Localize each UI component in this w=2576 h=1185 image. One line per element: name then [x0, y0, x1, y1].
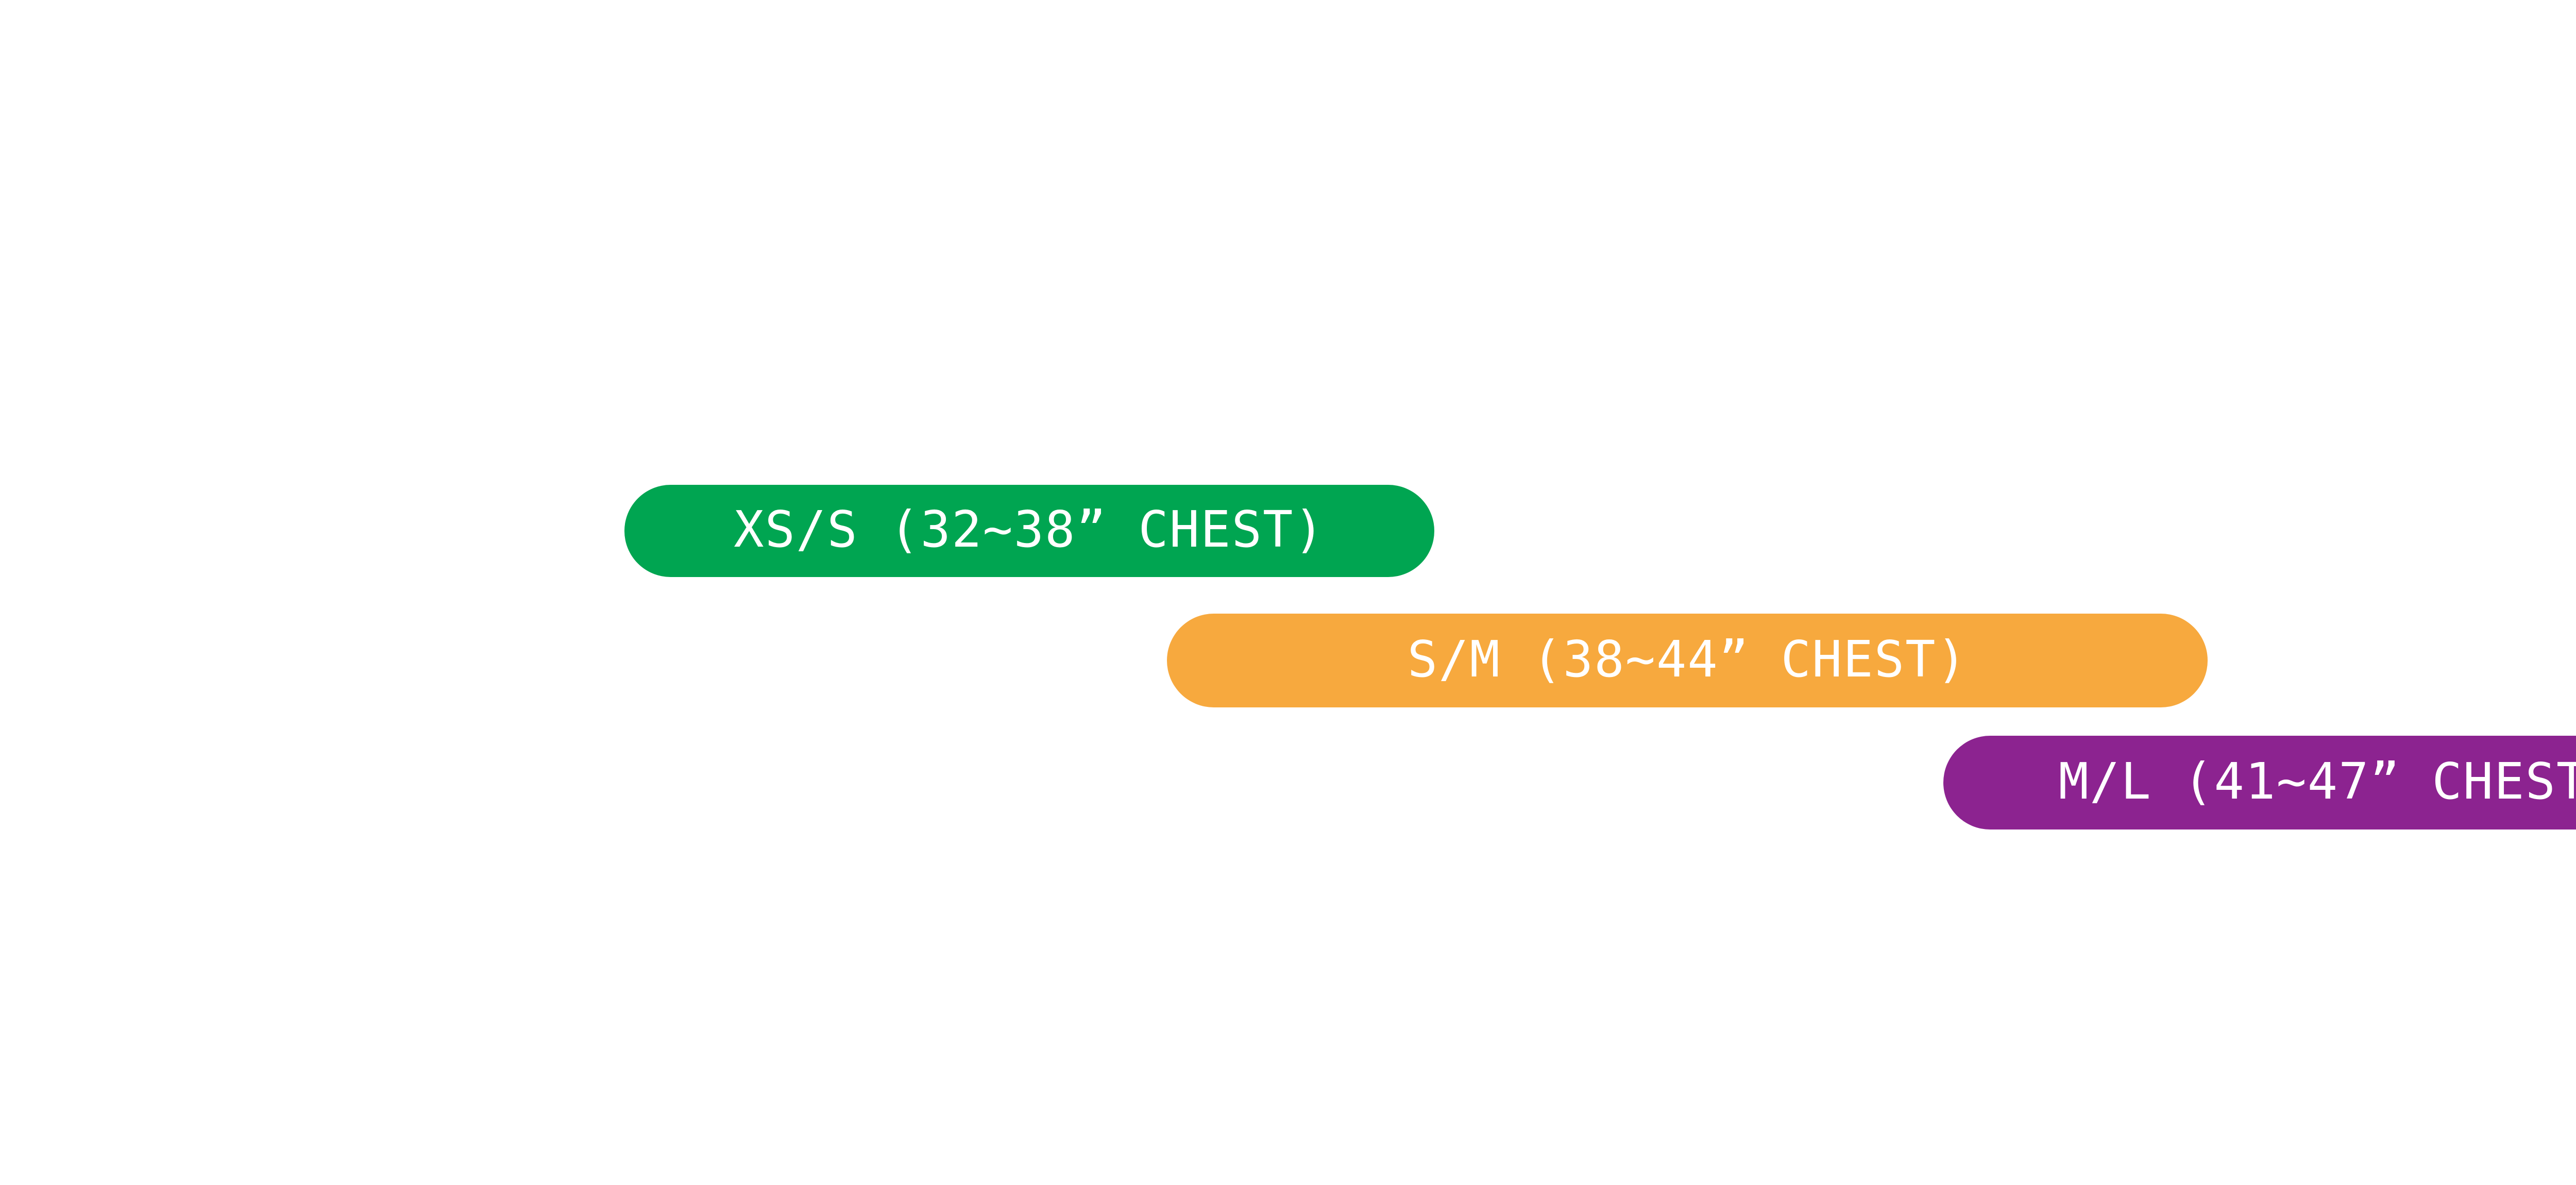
size-range-label-xs-s: XS/S (32~38” CHEST) — [734, 500, 1325, 558]
size-range-label-s-m: S/M (38~44” CHEST) — [1407, 630, 1968, 688]
size-range-bar-xs-s: XS/S (32~38” CHEST) — [624, 484, 1435, 578]
size-range-bar-s-m: S/M (38~44” CHEST) — [1167, 614, 2208, 708]
size-range-label-m-l: M/L (41~47” CHEST) — [2058, 752, 2576, 810]
size-range-bar-m-l: M/L (41~47” CHEST) — [1943, 736, 2576, 830]
